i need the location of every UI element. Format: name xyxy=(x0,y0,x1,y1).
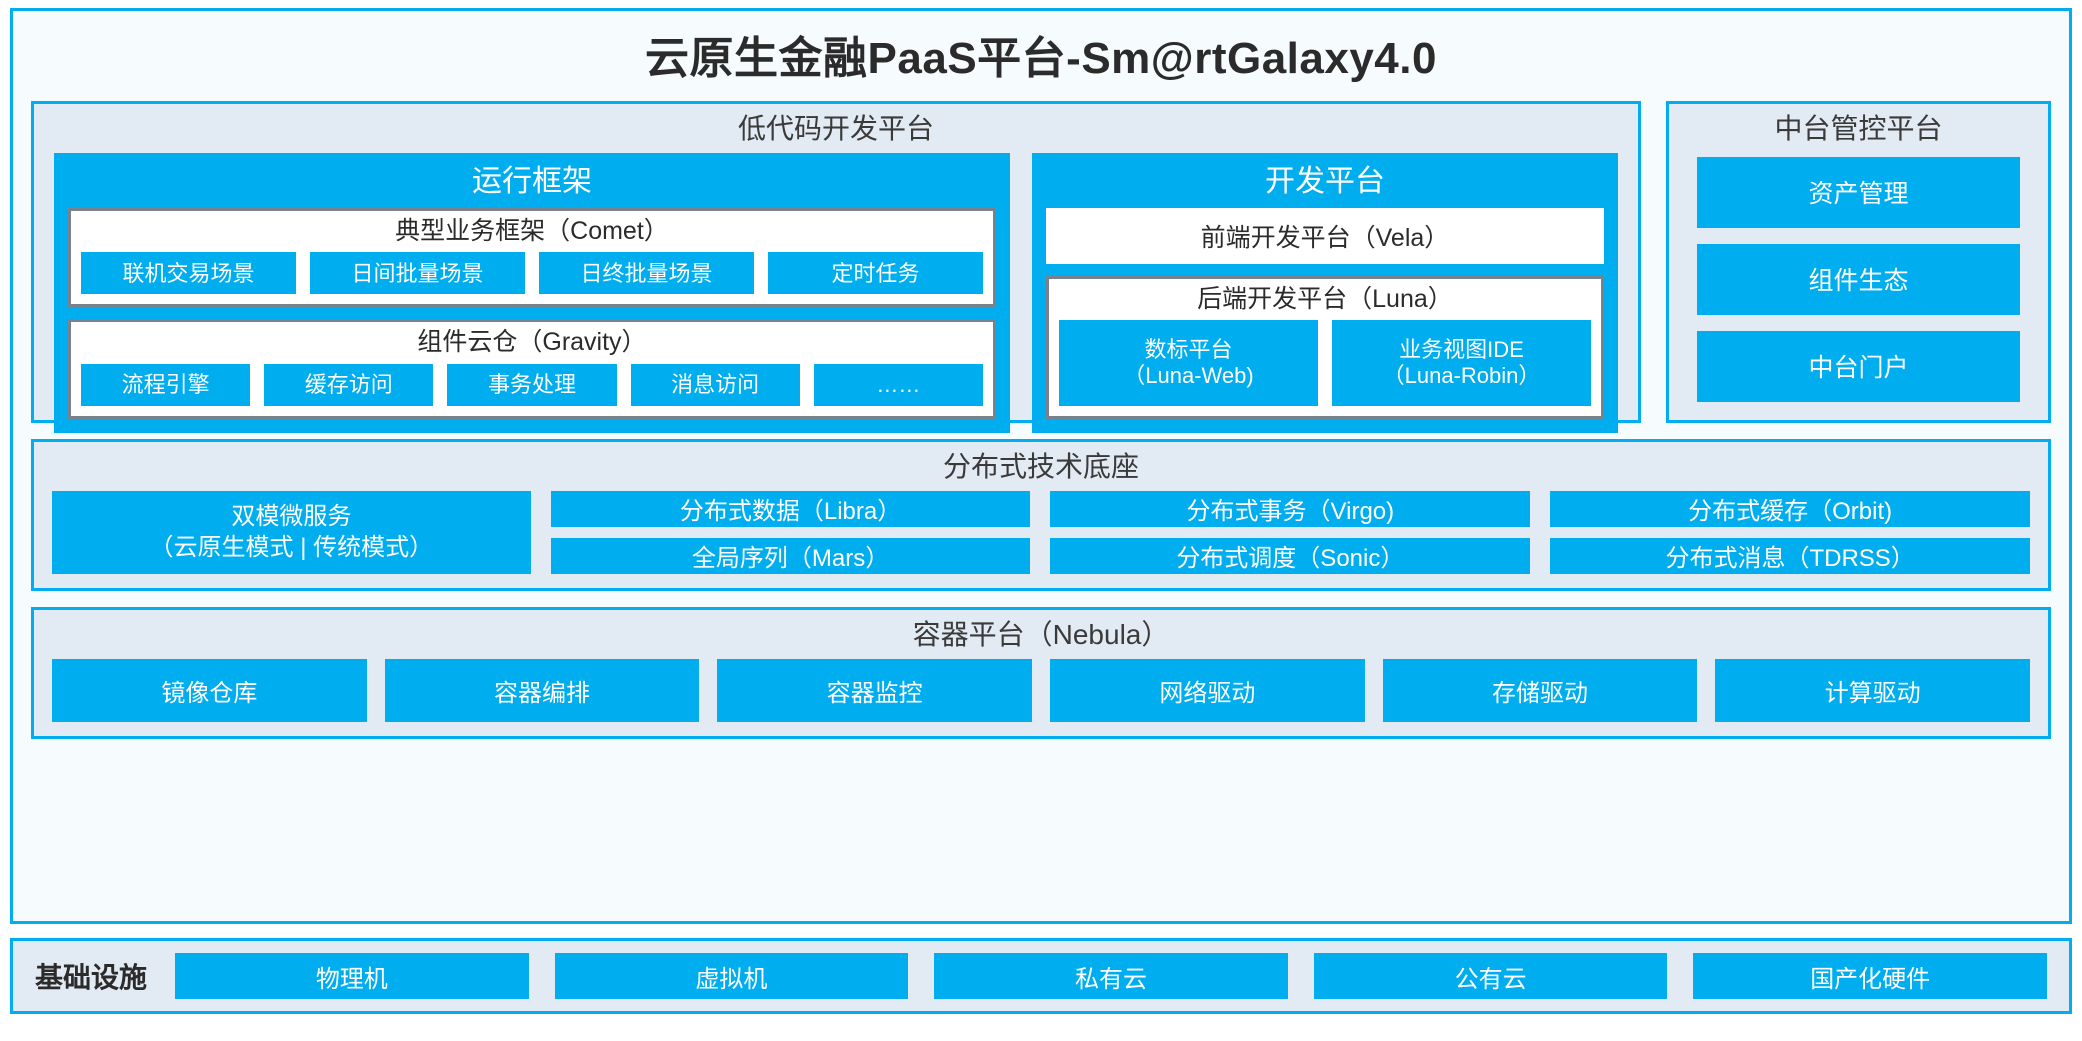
backend-dev-platform-title: 后端开发平台（Luna） xyxy=(1197,284,1453,313)
infra-item-physical-machine[interactable]: 物理机 xyxy=(175,953,529,999)
lowcode-platform-title: 低代码开发平台 xyxy=(737,113,934,144)
luna-web-name: 数标平台 xyxy=(1144,336,1233,362)
container-item-monitoring[interactable]: 容器监控 xyxy=(717,658,1033,722)
midoffice-item-component-ecosystem[interactable]: 组件生态 xyxy=(1697,243,2020,315)
infra-item-public-cloud[interactable]: 公有云 xyxy=(1313,953,1668,999)
gravity-chip-row: 流程引擎 缓存访问 事务处理 消息访问 …… xyxy=(81,363,983,406)
platform-main-frame: 云原生金融PaaS平台-Sm@rtGalaxy4.0 低代码开发平台 运行框架 … xyxy=(10,8,2072,924)
dual-mode-microservice-wrap: 双模微服务 （云原生模式 | 传统模式） xyxy=(52,490,531,574)
dist-item-virgo[interactable]: 分布式事务（Virgo) xyxy=(1050,490,1531,527)
luna-web-item[interactable]: 数标平台 （Luna-Web) xyxy=(1058,320,1318,406)
comet-title: 典型业务框架（Comet） xyxy=(395,216,669,245)
distributed-tech-base-title: 分布式技术底座 xyxy=(942,451,1139,482)
top-row: 低代码开发平台 运行框架 典型业务框架（Comet） 联机交易场景 日间批量场景… xyxy=(31,101,2051,433)
gravity-item-more[interactable]: …… xyxy=(813,363,983,406)
infra-item-virtual-machine[interactable]: 虚拟机 xyxy=(554,953,909,999)
distributed-tech-base-panel: 分布式技术底座 双模微服务 （云原生模式 | 传统模式） 分布式数据（Libra… xyxy=(31,439,2051,591)
dist-item-tdrss[interactable]: 分布式消息（TDRSS） xyxy=(1550,537,2031,575)
midoffice-body: 资产管理 组件生态 中台门户 xyxy=(1669,153,2048,420)
lowcode-platform-body: 运行框架 典型业务框架（Comet） 联机交易场景 日间批量场景 日终批量场景 … xyxy=(34,152,1638,451)
dual-mode-microservice-item[interactable]: 双模微服务 （云原生模式 | 传统模式） xyxy=(52,490,531,574)
runtime-framework-box: 运行框架 典型业务框架（Comet） 联机交易场景 日间批量场景 日终批量场景 … xyxy=(54,152,1010,433)
comet-item-scheduled-task[interactable]: 定时任务 xyxy=(767,252,983,295)
dual-mode-microservice-line1: 双模微服务 xyxy=(231,503,352,531)
gravity-item-process-engine[interactable]: 流程引擎 xyxy=(81,363,251,406)
luna-robin-item[interactable]: 业务视图IDE （Luna-Robin） xyxy=(1331,320,1591,406)
dual-mode-microservice-line2: （云原生模式 | 传统模式） xyxy=(149,534,434,562)
luna-web-code: （Luna-Web) xyxy=(1123,363,1254,389)
container-item-storage-driver[interactable]: 存储驱动 xyxy=(1382,658,1698,722)
infrastructure-items: 物理机 虚拟机 私有云 公有云 国产化硬件 xyxy=(175,953,2047,999)
infrastructure-label: 基础设施 xyxy=(35,962,148,993)
gravity-item-transaction-processing[interactable]: 事务处理 xyxy=(447,363,617,406)
runtime-framework-title: 运行框架 xyxy=(471,164,592,198)
frontend-dev-platform-vela[interactable]: 前端开发平台（Vela） xyxy=(1045,207,1604,264)
luna-chip-row: 数标平台 （Luna-Web) 业务视图IDE （Luna-Robin） xyxy=(1058,320,1591,406)
midoffice-control-panel: 中台管控平台 资产管理 组件生态 中台门户 xyxy=(1666,101,2051,423)
comet-item-eod-batch[interactable]: 日终批量场景 xyxy=(538,252,754,295)
infra-item-private-cloud[interactable]: 私有云 xyxy=(934,953,1288,999)
lowcode-platform-panel: 低代码开发平台 运行框架 典型业务框架（Comet） 联机交易场景 日间批量场景… xyxy=(31,101,1641,433)
container-platform-title: 容器平台（Nebula） xyxy=(912,619,1170,650)
gravity-card: 组件云仓（Gravity） 流程引擎 缓存访问 事务处理 消息访问 …… xyxy=(68,319,996,419)
container-item-orchestration[interactable]: 容器编排 xyxy=(384,658,700,722)
comet-card: 典型业务框架（Comet） 联机交易场景 日间批量场景 日终批量场景 定时任务 xyxy=(68,207,996,308)
comet-item-daytime-batch[interactable]: 日间批量场景 xyxy=(309,252,525,295)
dist-item-orbit[interactable]: 分布式缓存（Orbit) xyxy=(1550,490,2031,527)
infrastructure-panel: 基础设施 物理机 虚拟机 私有云 公有云 国产化硬件 xyxy=(10,938,2072,1014)
infra-item-domestic-hardware[interactable]: 国产化硬件 xyxy=(1693,953,2047,999)
midoffice-control-title: 中台管控平台 xyxy=(1774,113,1943,144)
container-item-compute-driver[interactable]: 计算驱动 xyxy=(1715,658,2031,722)
development-platform-box: 开发平台 前端开发平台（Vela） 后端开发平台（Luna） 数标平台 （Lun… xyxy=(1031,152,1618,433)
gravity-item-message-access[interactable]: 消息访问 xyxy=(630,363,800,406)
page-title: 云原生金融PaaS平台-Sm@rtGalaxy4.0 xyxy=(645,34,1437,83)
dist-item-libra[interactable]: 分布式数据（Libra） xyxy=(550,490,1031,527)
backend-dev-platform-luna-card: 后端开发平台（Luna） 数标平台 （Luna-Web) 业务视图IDE （Lu… xyxy=(1045,275,1604,419)
luna-robin-code: （Luna-Robin） xyxy=(1382,363,1541,389)
distributed-tech-base-body: 双模微服务 （云原生模式 | 传统模式） 分布式数据（Libra） 全局序列（M… xyxy=(34,490,2048,588)
comet-item-online-transaction[interactable]: 联机交易场景 xyxy=(81,252,296,295)
development-platform-title: 开发平台 xyxy=(1264,164,1385,198)
distributed-column-2: 分布式事务（Virgo) 分布式调度（Sonic） xyxy=(1050,490,1531,575)
luna-robin-name: 业务视图IDE xyxy=(1399,336,1524,362)
dist-item-sonic[interactable]: 分布式调度（Sonic） xyxy=(1050,537,1531,575)
gravity-title: 组件云仓（Gravity） xyxy=(417,328,647,357)
dist-item-mars[interactable]: 全局序列（Mars） xyxy=(550,537,1031,575)
distributed-column-1: 分布式数据（Libra） 全局序列（Mars） xyxy=(550,490,1031,575)
container-platform-body: 镜像仓库 容器编排 容器监控 网络驱动 存储驱动 计算驱动 xyxy=(34,658,2048,736)
gravity-item-cache-access[interactable]: 缓存访问 xyxy=(264,363,434,406)
container-item-network-driver[interactable]: 网络驱动 xyxy=(1050,658,1365,722)
container-item-image-registry[interactable]: 镜像仓库 xyxy=(52,658,367,722)
midoffice-item-portal[interactable]: 中台门户 xyxy=(1697,330,2020,402)
container-platform-panel: 容器平台（Nebula） 镜像仓库 容器编排 容器监控 网络驱动 存储驱动 计算… xyxy=(31,607,2051,739)
distributed-column-3: 分布式缓存（Orbit) 分布式消息（TDRSS） xyxy=(1550,490,2031,575)
midoffice-item-asset-management[interactable]: 资产管理 xyxy=(1697,156,2020,228)
comet-chip-row: 联机交易场景 日间批量场景 日终批量场景 定时任务 xyxy=(81,252,983,295)
